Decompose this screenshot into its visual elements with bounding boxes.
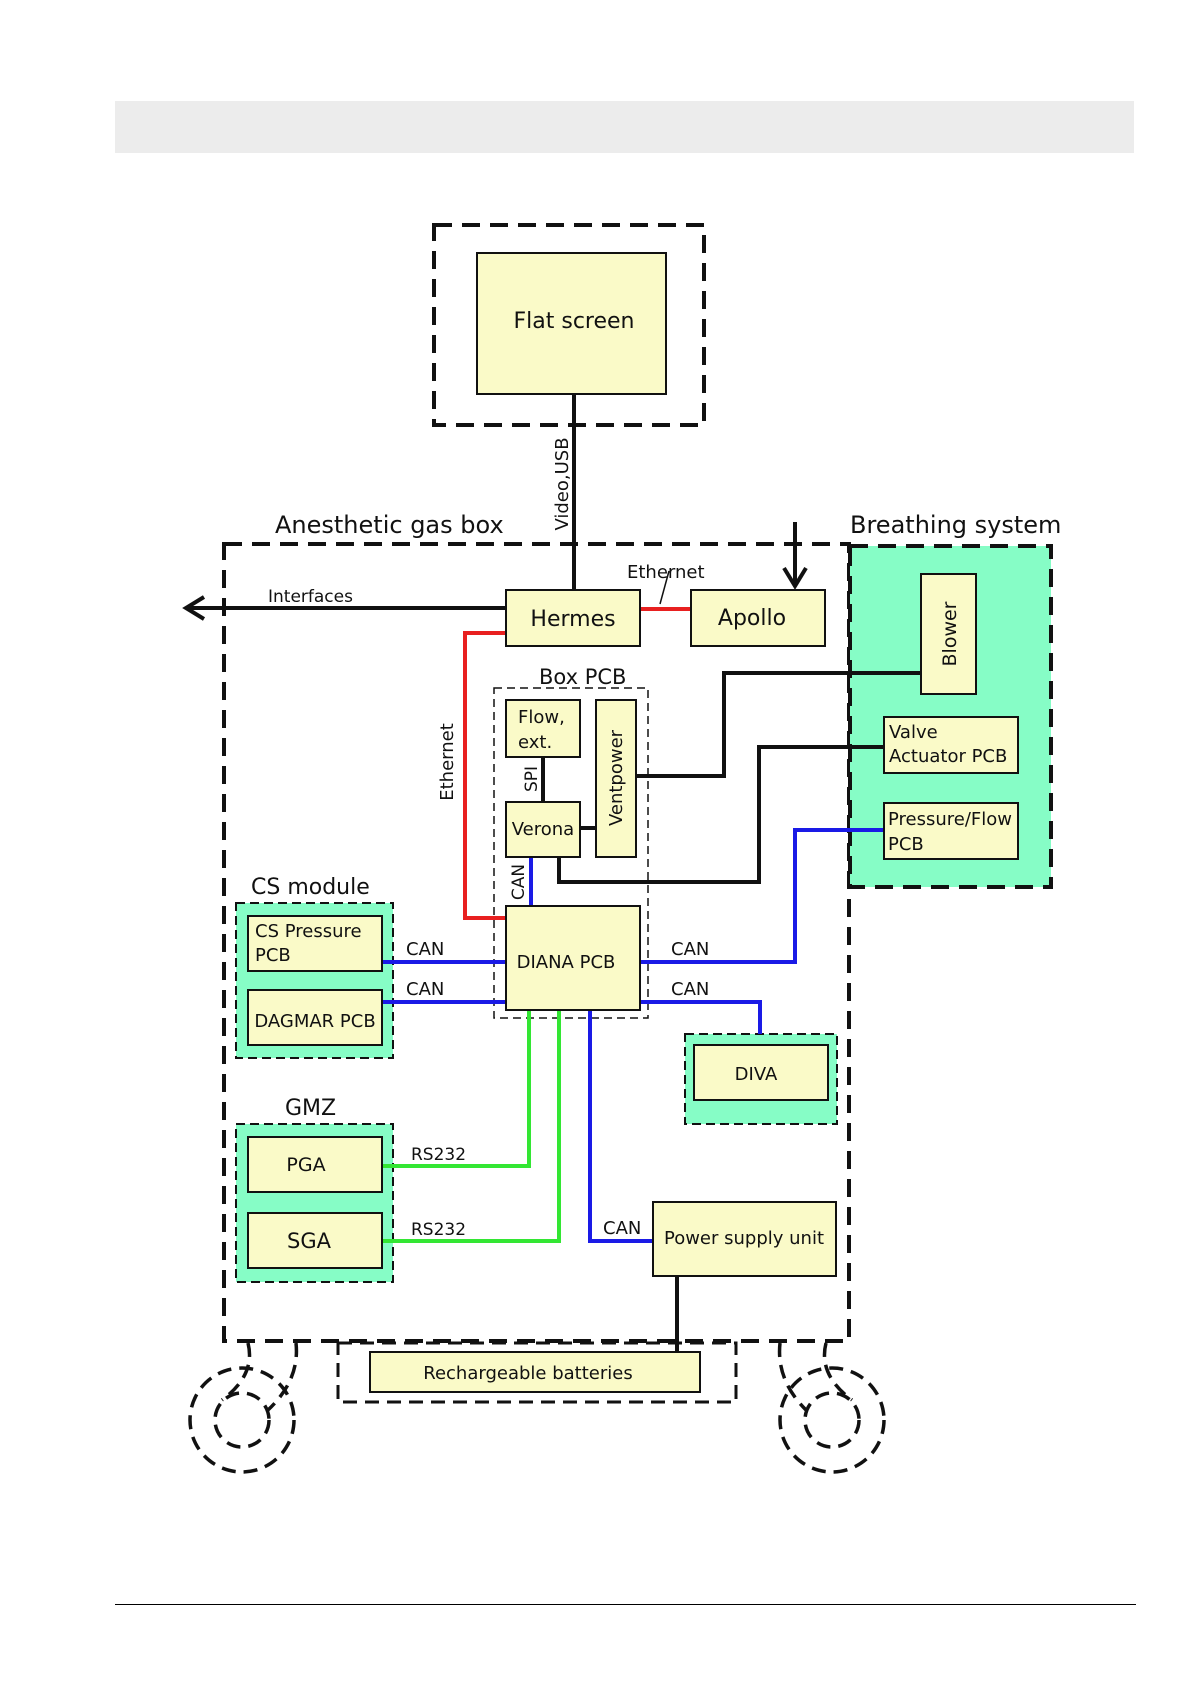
pressure-flow-block bbox=[883, 802, 1019, 860]
hermes-label: Hermes bbox=[530, 607, 615, 632]
rs232-pga-link bbox=[383, 1010, 531, 1168]
flat-screen-label: Flat screen bbox=[514, 309, 635, 334]
video-usb-label: Video,USB bbox=[552, 437, 573, 530]
pga-label: PGA bbox=[286, 1154, 325, 1176]
ventpower-blower-link bbox=[637, 671, 921, 778]
pga-block bbox=[247, 1136, 383, 1193]
rs232-pga-label: RS232 bbox=[411, 1145, 466, 1165]
breathing-system-label: Breathing system bbox=[850, 511, 1061, 539]
dagmar-label: DAGMAR PCB bbox=[254, 1011, 375, 1032]
can-psu-label: CAN bbox=[603, 1218, 641, 1239]
display-group bbox=[432, 223, 706, 427]
ventpower-label: Ventpower bbox=[606, 729, 627, 826]
batteries-block bbox=[369, 1351, 701, 1393]
valve-label-line1: Valve bbox=[889, 722, 938, 743]
verona-valve-link bbox=[557, 745, 884, 884]
interfaces-label: Interfaces bbox=[268, 587, 353, 607]
ethernet-diana-link bbox=[463, 631, 506, 920]
pressure-flow-label-line2: PCB bbox=[888, 834, 924, 855]
diva-label: DIVA bbox=[735, 1064, 778, 1085]
ethernet-apollo-label: Ethernet bbox=[627, 562, 705, 583]
pressure-flow-label-line1: Pressure/Flow bbox=[888, 809, 1012, 830]
right-wheel bbox=[777, 1342, 886, 1474]
left-wheel bbox=[188, 1342, 299, 1474]
can-verona-label: CAN bbox=[509, 864, 529, 900]
flow-ext-block bbox=[505, 699, 581, 758]
blower-label: Blower bbox=[939, 601, 961, 666]
rs232-sga-link bbox=[383, 1010, 561, 1243]
battery-tray-group bbox=[336, 1341, 738, 1404]
cs-module-label: CS module bbox=[251, 875, 370, 900]
ventpower-block bbox=[595, 699, 637, 858]
sga-block bbox=[247, 1212, 383, 1269]
spi-label: SPI bbox=[522, 766, 542, 792]
power-supply-block bbox=[652, 1201, 837, 1277]
flow-ext-label-line2: ext. bbox=[518, 732, 552, 753]
gas-box-group bbox=[222, 542, 851, 1343]
apollo-input-arrow bbox=[782, 522, 808, 590]
can-pressure-flow-link bbox=[640, 828, 884, 964]
diana-label: DIANA PCB bbox=[517, 952, 616, 973]
can-dagmar-label: CAN bbox=[406, 979, 444, 1000]
rs232-sga-label: RS232 bbox=[411, 1220, 466, 1240]
gas-box-label: Anesthetic gas box bbox=[275, 511, 504, 539]
cs-pressure-label-line1: CS Pressure bbox=[255, 921, 362, 942]
cs-pressure-label-line2: PCB bbox=[255, 945, 291, 966]
footer-rule bbox=[115, 1604, 1136, 1605]
batteries-label: Rechargeable batteries bbox=[423, 1363, 632, 1384]
can-cs-pressure-label: CAN bbox=[406, 939, 444, 960]
apollo-block bbox=[690, 589, 826, 647]
box-pcb-group bbox=[493, 687, 649, 1019]
can-pressure-flow-label: CAN bbox=[671, 939, 709, 960]
header-band bbox=[115, 101, 1134, 153]
power-supply-label: Power supply unit bbox=[664, 1228, 824, 1249]
flow-ext-label-line1: Flow, bbox=[518, 707, 565, 728]
valve-label-line2: Actuator PCB bbox=[889, 746, 1007, 767]
cs-pressure-block bbox=[247, 915, 383, 972]
can-psu-link bbox=[588, 1010, 654, 1243]
ethernet-diana-label: Ethernet bbox=[437, 723, 458, 801]
hermes-block bbox=[505, 589, 641, 647]
ethernet-leader bbox=[659, 570, 670, 605]
flat-screen-block bbox=[476, 252, 667, 395]
diva-block bbox=[693, 1044, 829, 1101]
can-diva-link bbox=[640, 1000, 762, 1034]
dagmar-block bbox=[247, 989, 383, 1046]
box-pcb-label: Box PCB bbox=[539, 665, 626, 689]
verona-label: Verona bbox=[512, 819, 574, 840]
valve-actuator-block bbox=[883, 716, 1019, 774]
can-diva-label: CAN bbox=[671, 979, 709, 1000]
sga-label: SGA bbox=[287, 1229, 332, 1253]
verona-block bbox=[505, 801, 581, 858]
apollo-label: Apollo bbox=[718, 606, 786, 631]
interfaces-arrow bbox=[182, 595, 506, 621]
diana-block bbox=[505, 905, 641, 1011]
gmz-label: GMZ bbox=[285, 1096, 336, 1121]
blower-block bbox=[920, 573, 977, 695]
